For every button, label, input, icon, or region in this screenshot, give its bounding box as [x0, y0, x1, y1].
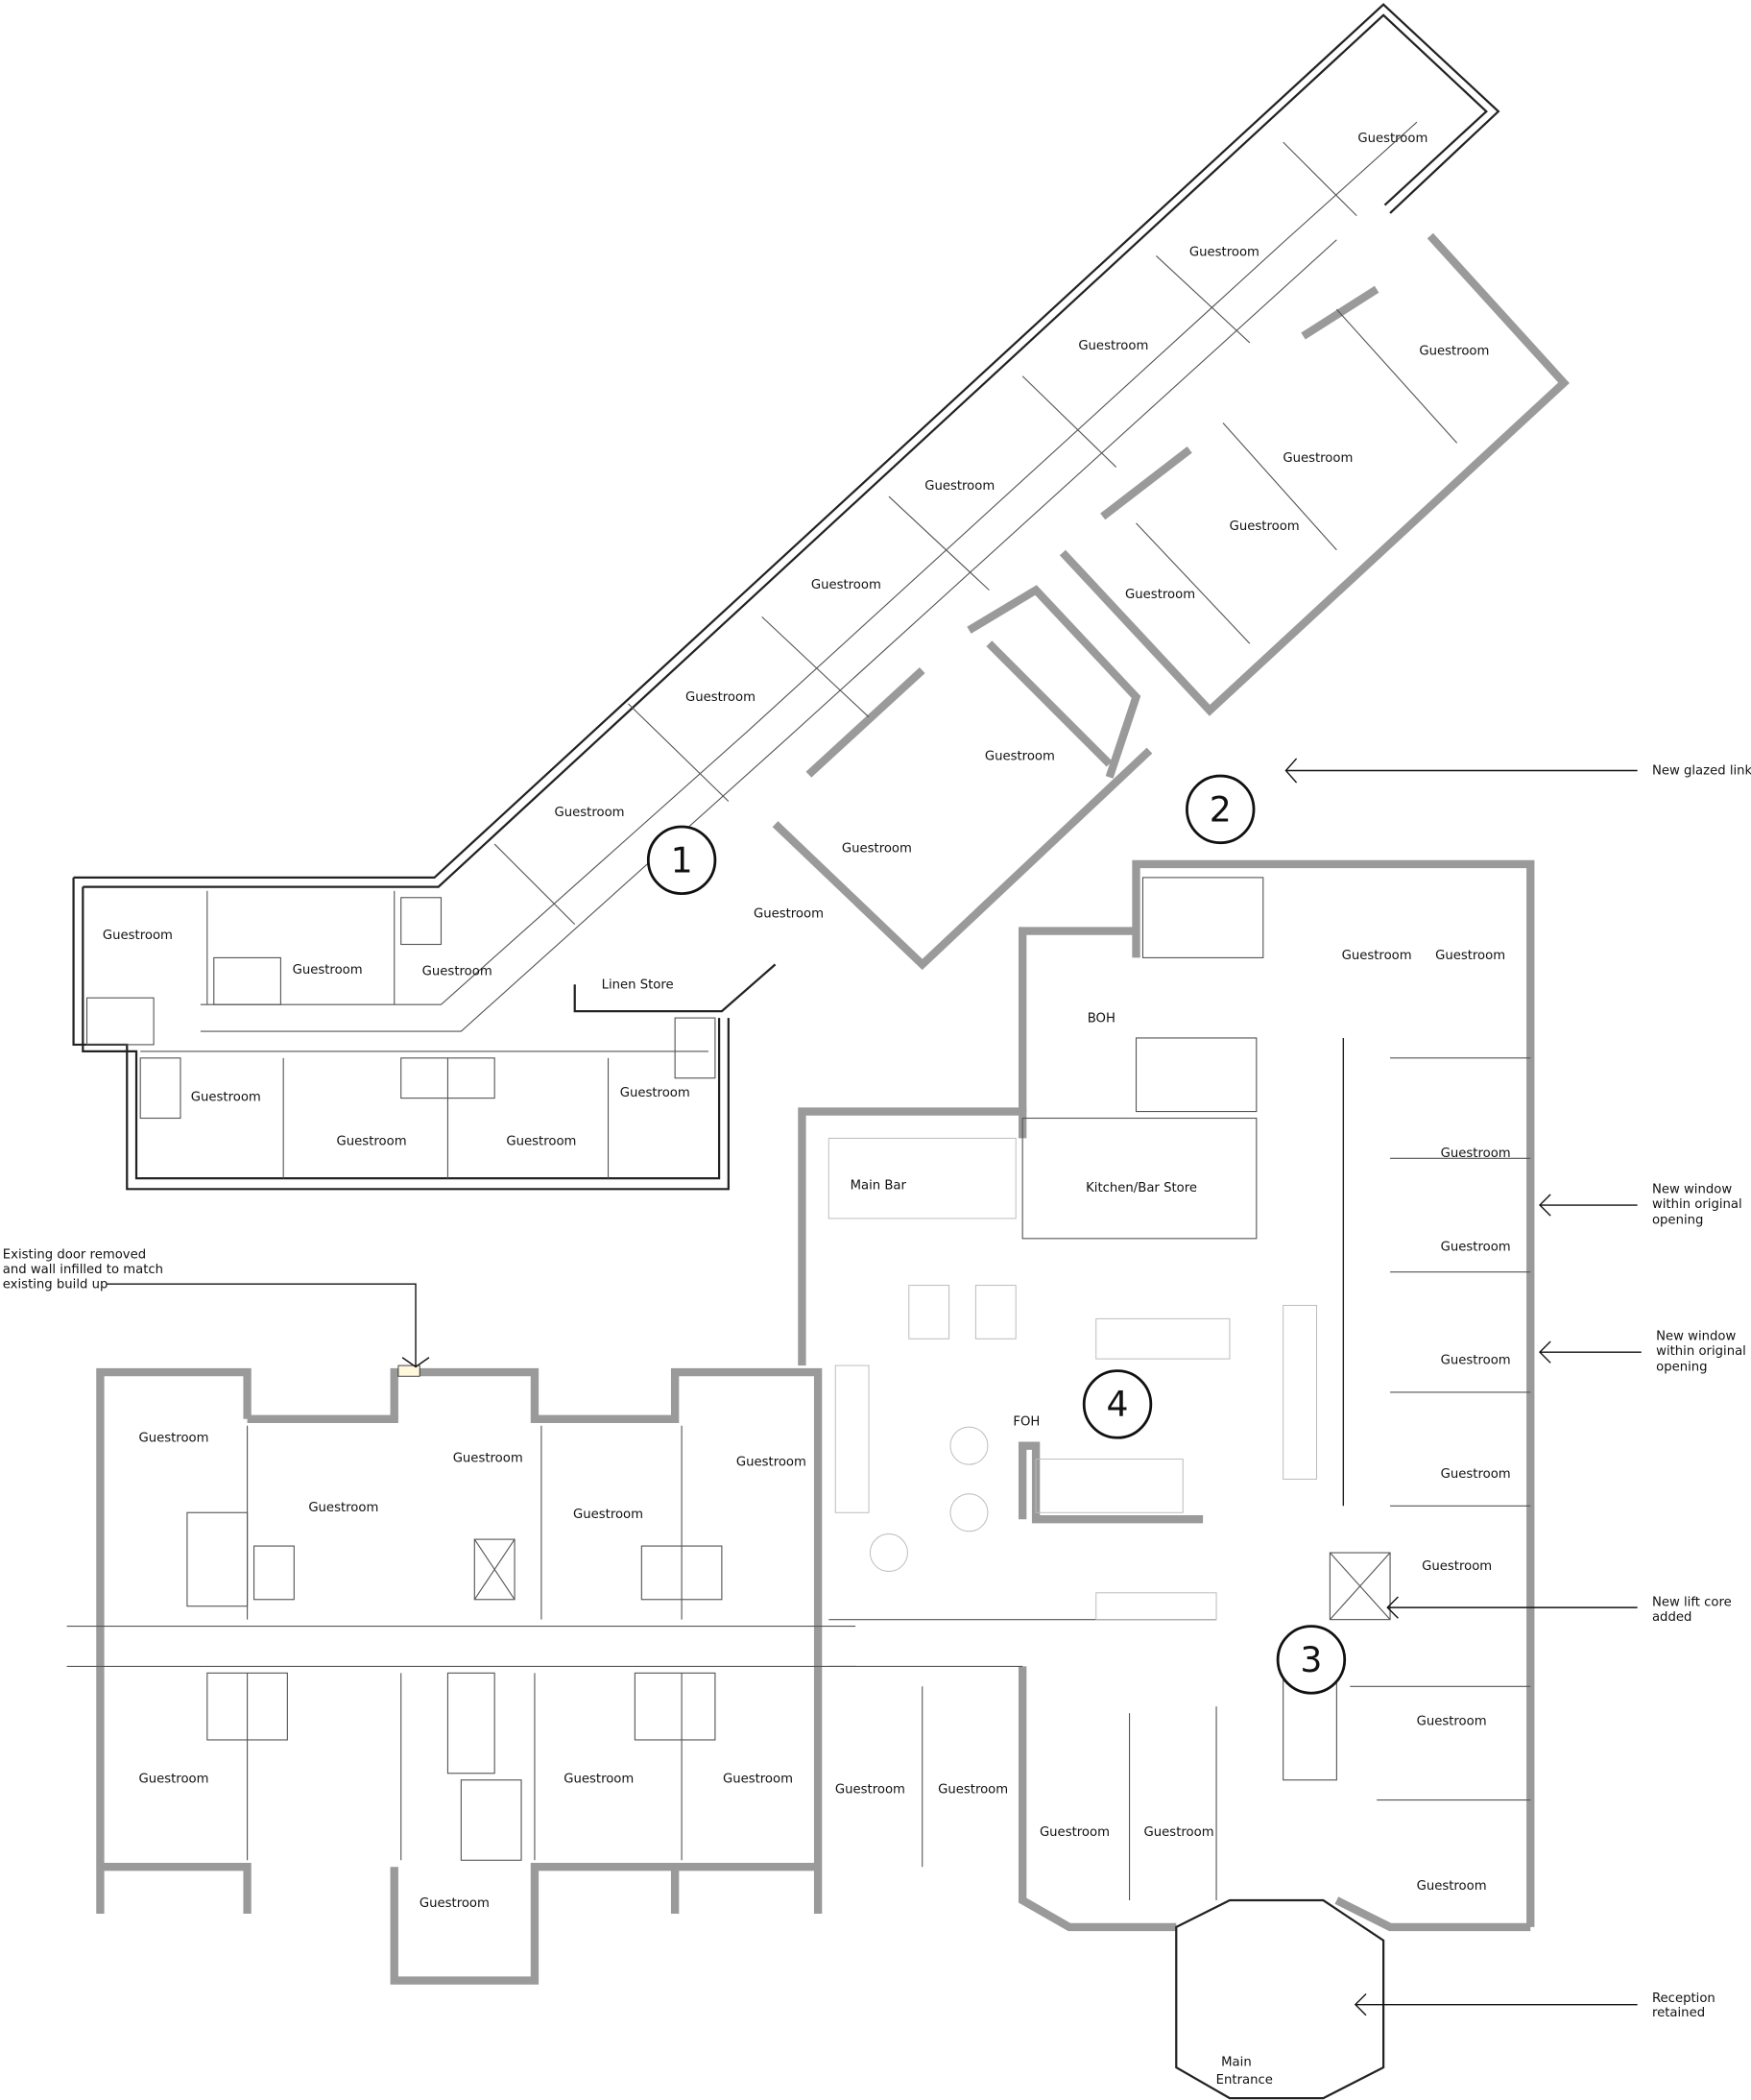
room-label: Guestroom [736, 1456, 806, 1470]
room-label: Guestroom [1417, 1715, 1487, 1729]
room-label: Guestroom [422, 965, 492, 979]
room-label: Guestroom [337, 1134, 407, 1148]
annotation-glazed-link: New glazed link [1652, 764, 1751, 779]
annotation-door-removed: and wall infilled to match [3, 1263, 163, 1277]
annotation-new-window: within original [1652, 1197, 1742, 1212]
room-label: Guestroom [1417, 1879, 1487, 1894]
room-label: Guestroom [835, 1783, 905, 1798]
north-wing [72, 3, 1570, 1191]
annotation-door-removed: existing build up [3, 1277, 108, 1291]
room-label-main-entrance: Entrance [1216, 2073, 1273, 2088]
annotation-lift-core: added [1652, 1610, 1691, 1625]
marker-2: 2 [1210, 788, 1232, 830]
room-label: Guestroom [1078, 339, 1148, 353]
west-block [66, 1364, 856, 1985]
room-label-linen-store: Linen Store [602, 978, 674, 992]
wall-infill [397, 1364, 420, 1377]
room-label: Guestroom [1125, 588, 1195, 602]
room-label: Guestroom [1189, 245, 1259, 259]
east-block [798, 859, 1535, 2100]
room-label: Guestroom [1144, 1825, 1214, 1840]
room-label: Guestroom [1419, 344, 1489, 358]
annotation-door-removed: Existing door removed [3, 1248, 146, 1263]
room-label: Guestroom [924, 479, 995, 494]
room-label: Guestroom [1040, 1825, 1110, 1840]
annotation-new-window: opening [1656, 1361, 1707, 1375]
room-label: Guestroom [1441, 1147, 1511, 1161]
room-label: Guestroom [555, 806, 625, 820]
annotation-reception: Reception [1652, 1991, 1715, 2006]
marker-1: 1 [671, 839, 693, 881]
markers: 1 2 3 4 [646, 774, 1347, 1695]
annotation-new-window: within original [1656, 1344, 1746, 1359]
room-label: Guestroom [811, 578, 881, 592]
room-label: Guestroom [842, 841, 912, 856]
marker-3: 3 [1300, 1639, 1322, 1680]
room-label: Guestroom [564, 1773, 634, 1787]
room-label: Guestroom [191, 1090, 261, 1104]
annotation-lift-core: New lift core [1652, 1596, 1732, 1610]
room-label: Guestroom [1441, 1354, 1511, 1368]
annotation-new-window: New window [1656, 1330, 1736, 1344]
annotations: New glazed link New window within origin… [3, 758, 1751, 2020]
room-label: Guestroom [573, 1508, 643, 1522]
marker-circle [1186, 774, 1256, 845]
marker-circle [1276, 1625, 1347, 1695]
room-label: Guestroom [138, 1431, 208, 1445]
room-label: Guestroom [293, 963, 363, 978]
room-label: Guestroom [985, 749, 1055, 763]
room-label: Guestroom [1357, 132, 1427, 146]
room-label: Guestroom [723, 1773, 793, 1787]
room-label: Guestroom [453, 1451, 523, 1465]
room-label: Guestroom [1435, 949, 1505, 963]
room-label: Guestroom [103, 929, 173, 943]
room-label: Guestroom [685, 690, 756, 705]
room-label: Guestroom [754, 907, 824, 922]
marker-circle [646, 825, 717, 895]
room-label-boh: BOH [1088, 1011, 1115, 1026]
annotation-new-window: opening [1652, 1214, 1703, 1228]
room-label: Guestroom [420, 1896, 490, 1911]
marker-4: 4 [1107, 1384, 1129, 1425]
room-label-foh: FOH [1013, 1415, 1040, 1430]
annotation-reception: retained [1652, 2006, 1705, 2020]
room-label: Guestroom [1441, 1240, 1511, 1254]
room-labels: Guestroom Guestroom Guestroom Guestroom … [103, 132, 1511, 2088]
room-label: Guestroom [1441, 1467, 1511, 1482]
room-label: Guestroom [1230, 519, 1300, 534]
room-label: Guestroom [138, 1773, 208, 1787]
room-label-kitchen: Kitchen/Bar Store [1086, 1181, 1197, 1195]
room-label: Guestroom [938, 1783, 1008, 1798]
annotation-new-window: New window [1652, 1182, 1732, 1196]
room-label: Guestroom [1283, 451, 1353, 466]
room-label: Guestroom [308, 1501, 378, 1515]
room-label-main-entrance: Main [1221, 2056, 1252, 2070]
room-label: Guestroom [1422, 1559, 1492, 1574]
marker-circle [1082, 1369, 1153, 1439]
room-label: Guestroom [620, 1086, 690, 1100]
room-label: Guestroom [1342, 949, 1412, 963]
room-label-main-bar: Main Bar [851, 1178, 907, 1193]
room-label: Guestroom [506, 1134, 576, 1148]
